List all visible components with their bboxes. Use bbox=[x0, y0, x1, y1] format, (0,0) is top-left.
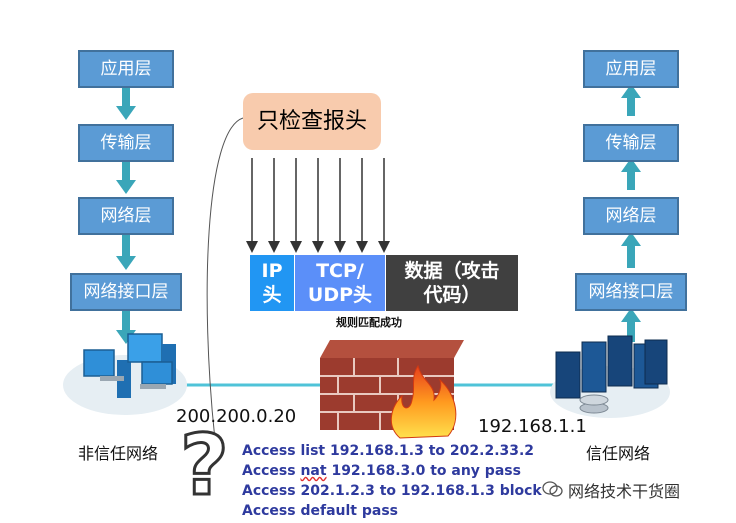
packet-tcp-udp-header: TCP/ UDP头 bbox=[295, 255, 385, 311]
right-app-layer: 应用层 bbox=[583, 50, 679, 88]
inspection-arrows bbox=[246, 158, 390, 253]
packet-ip-header: IP 头 bbox=[250, 255, 294, 311]
left-interface-layer: 网络接口层 bbox=[70, 273, 182, 311]
ip-header-label: IP 头 bbox=[261, 260, 283, 306]
trusted-ip-label: 192.168.1.1 bbox=[478, 416, 587, 437]
watermark-text: 网络技术干货圈 bbox=[568, 482, 681, 501]
rule-4: Access default pass bbox=[242, 503, 398, 519]
right-network-layer: 网络层 bbox=[583, 197, 679, 235]
question-mark: ? bbox=[179, 415, 231, 516]
callout-line bbox=[206, 117, 244, 441]
rule-3: Access 202.1.2.3 to 192.168.1.3 block bbox=[242, 483, 542, 499]
fire-icon bbox=[390, 364, 457, 439]
rule-2-flagged-word: nat bbox=[300, 463, 327, 479]
untrusted-ip-label: 200.200.0.20 bbox=[176, 406, 297, 427]
firewall-icon bbox=[320, 340, 464, 439]
right-interface-layer: 网络接口层 bbox=[575, 273, 687, 311]
data-label: 数据（攻击 代码） bbox=[404, 260, 500, 306]
right-stack-arrows bbox=[621, 84, 641, 342]
rule-1: Access list 192.168.1.3 to 202.2.33.2 bbox=[242, 443, 535, 459]
header-only-note: 只检查报头 bbox=[243, 93, 381, 150]
left-transport-layer: 传输层 bbox=[78, 124, 174, 162]
trusted-servers-icon bbox=[550, 335, 670, 418]
packet-data: 数据（攻击 代码） bbox=[386, 255, 518, 311]
rule-2: Access nat 192.168.3.0 to any pass bbox=[242, 461, 521, 481]
left-network-layer: 网络层 bbox=[78, 197, 174, 235]
untrusted-zone-label: 非信任网络 bbox=[78, 444, 159, 463]
left-app-layer: 应用层 bbox=[78, 50, 174, 88]
right-transport-layer: 传输层 bbox=[583, 124, 679, 162]
tcp-header-label: TCP/ UDP头 bbox=[307, 260, 373, 306]
rule-2-text: Access nat 192.168.3.0 to any pass bbox=[242, 463, 521, 479]
match-caption: 规则匹配成功 bbox=[336, 316, 402, 329]
trusted-zone-label: 信任网络 bbox=[586, 444, 651, 463]
wechat-icon bbox=[542, 481, 563, 497]
untrusted-computers-icon bbox=[63, 333, 187, 415]
